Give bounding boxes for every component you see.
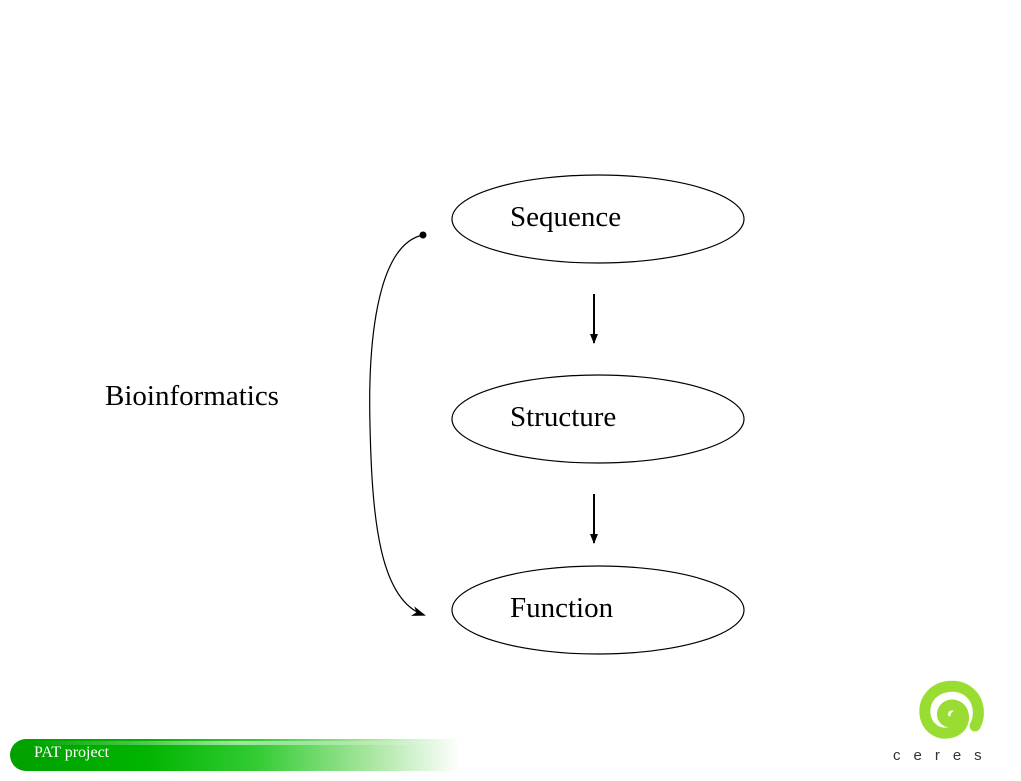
sequence-label: Sequence <box>510 201 622 233</box>
ceres-logo-icon <box>919 680 984 739</box>
function-label: Function <box>510 592 614 624</box>
function-node <box>451 565 745 655</box>
structure-node <box>451 374 745 464</box>
structure-label: Structure <box>510 401 617 433</box>
bioinformatics-label: Bioinformatics <box>105 380 279 412</box>
footer-bar-highlight <box>30 741 450 745</box>
footer-project-name: PAT project <box>34 744 110 761</box>
ceres-wordmark: ceres <box>893 747 995 764</box>
bioinformatics-curve-arrow <box>369 234 426 616</box>
sequence-node <box>451 174 745 264</box>
